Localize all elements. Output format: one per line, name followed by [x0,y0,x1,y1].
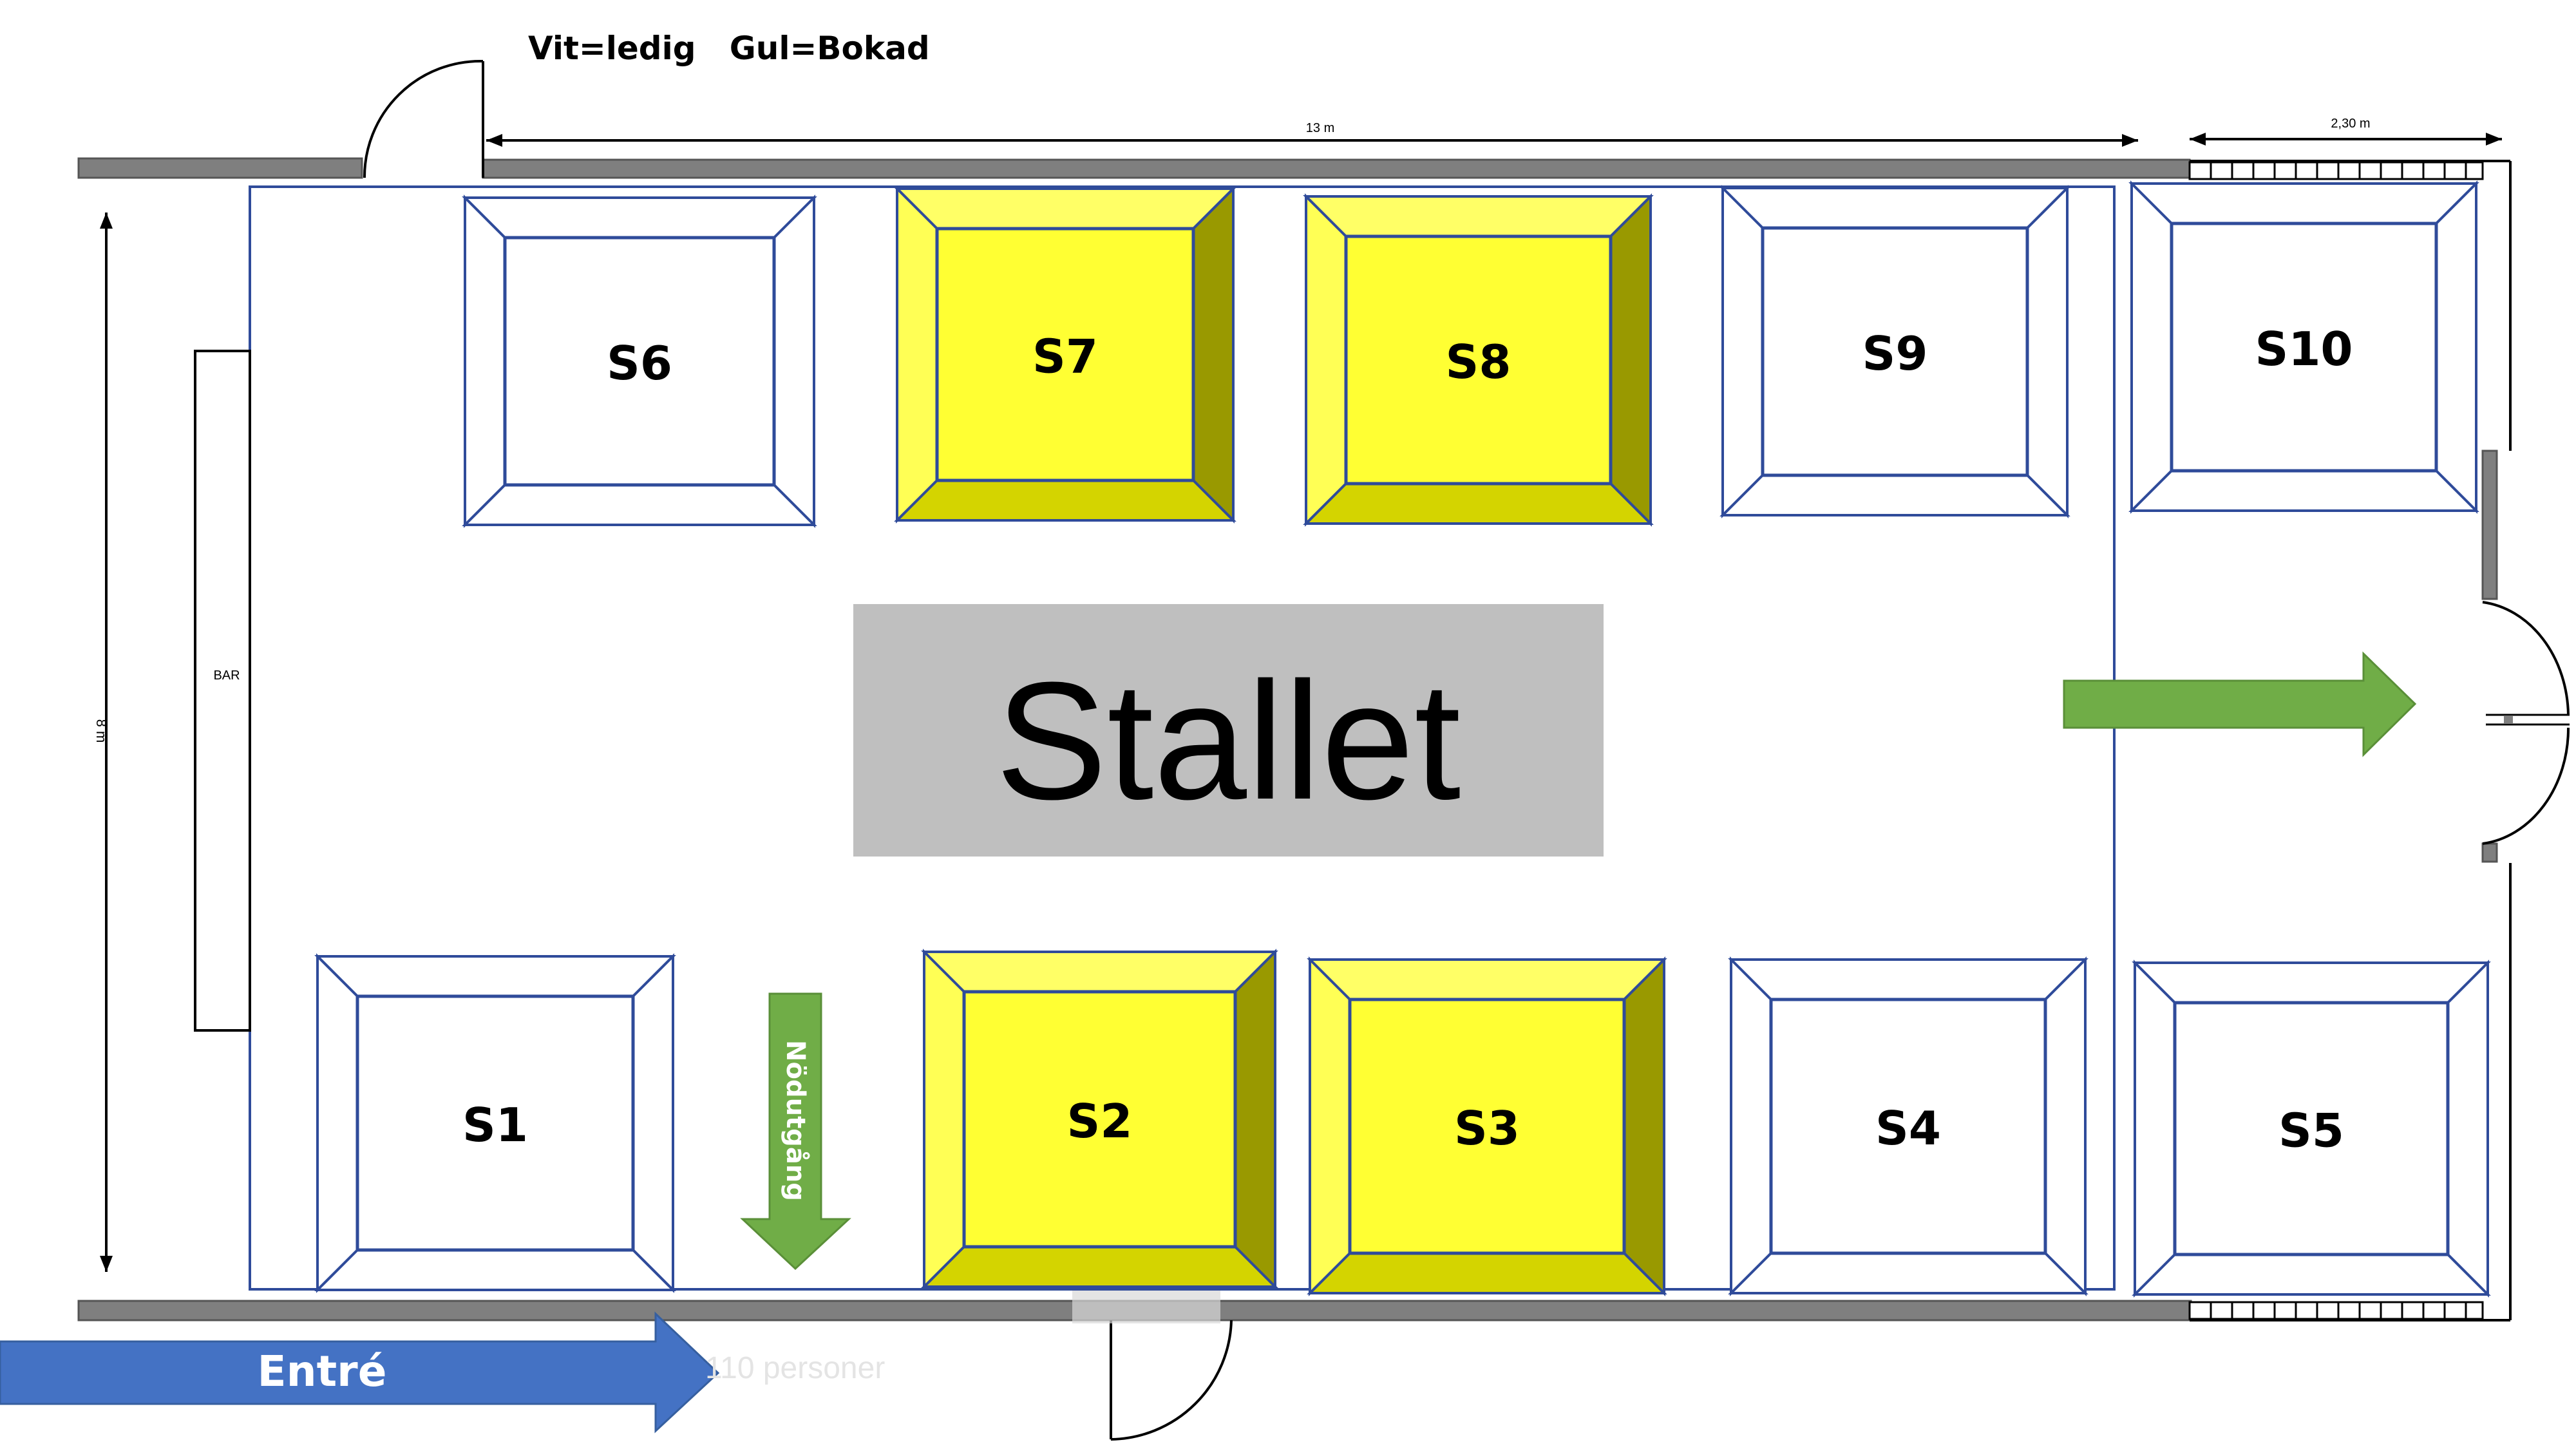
door-right [2482,601,2570,845]
entrance-arrow-icon [0,1311,720,1434]
extension-hatch-top [2188,161,2484,180]
bar: BAR [194,350,251,1032]
entrance-label: Entré [258,1347,387,1396]
width-dimension: 8 m [93,213,113,1272]
stall-label-s2: S2 [1067,1094,1133,1148]
ext-dimension: 2,30 m [2190,117,2502,146]
stall-label-s4: S4 [1875,1101,1941,1155]
stallet-label: Stallet [996,648,1462,835]
stall-label-s1: S1 [462,1098,528,1152]
emergency-arrow-icon [740,992,851,1271]
stall-label-s7: S7 [1032,330,1098,384]
stall-s8[interactable]: S8 [1303,193,1654,527]
faded-capacity-text: 110 personer [705,1351,885,1385]
stall-s7[interactable]: S7 [894,185,1236,524]
stall-label-s9: S9 [1862,327,1928,381]
length-label: 13 m [1306,121,1334,135]
emergency-exit: Nödutgång [740,992,851,1271]
door-bottom [1072,1288,1233,1441]
stall-label-s5: S5 [2278,1104,2344,1158]
length-dimension: 13 m [486,121,2138,147]
stall-s2[interactable]: S2 [921,949,1278,1290]
stall-label-s10: S10 [2255,322,2353,376]
stall-s5[interactable]: S5 [2132,960,2491,1298]
bar-label: BAR [213,668,240,683]
stall-s4[interactable]: S4 [1728,956,2088,1296]
ext-label: 2,30 m [2331,117,2370,131]
legend-text: Vit=ledig Gul=Bokad [528,30,930,67]
stall-label-s3: S3 [1454,1101,1520,1155]
stall-label-s6: S6 [607,336,672,390]
stall-s1[interactable]: S1 [314,953,676,1293]
width-label: 8 m [93,719,109,743]
extension-hatch-bottom [2188,1301,2484,1320]
stall-s10[interactable]: S10 [2128,180,2479,514]
stall-s3[interactable]: S3 [1307,956,1667,1296]
stallet-area: Stallet [853,604,1604,857]
exit-arrow-right-icon [2063,651,2417,757]
entrance: Entré 110 personer [0,1311,885,1434]
stall-label-s8: S8 [1446,335,1511,389]
stall-s9[interactable]: S9 [1719,185,2070,518]
door-top-left [363,59,484,178]
stall-s6[interactable]: S6 [462,194,817,528]
emergency-label: Nödutgång [781,1040,811,1201]
